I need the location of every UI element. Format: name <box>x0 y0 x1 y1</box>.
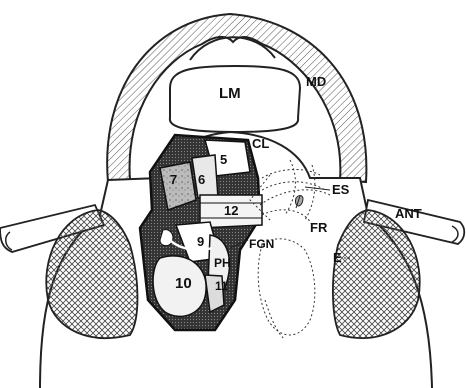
label-muscle-12: 12 <box>224 203 238 218</box>
label-lm: LM <box>219 85 241 102</box>
label-fr: FR <box>310 220 328 235</box>
label-muscle-6: 6 <box>198 172 205 187</box>
label-muscle-10: 10 <box>175 275 192 292</box>
label-ph: PH <box>214 256 231 270</box>
label-muscle-5: 5 <box>220 152 227 167</box>
label-muscle-11: 11 <box>215 279 228 293</box>
label-cl: CL <box>252 136 269 151</box>
label-muscle-9: 9 <box>197 234 204 249</box>
label-es: ES <box>332 182 350 197</box>
label-md: MD <box>306 74 326 89</box>
label-fgn: FGN <box>249 237 274 251</box>
gland-blob <box>160 230 173 246</box>
label-e: E <box>333 250 342 265</box>
label-ant: ANT <box>395 206 422 221</box>
label-muscle-7: 7 <box>170 172 177 187</box>
